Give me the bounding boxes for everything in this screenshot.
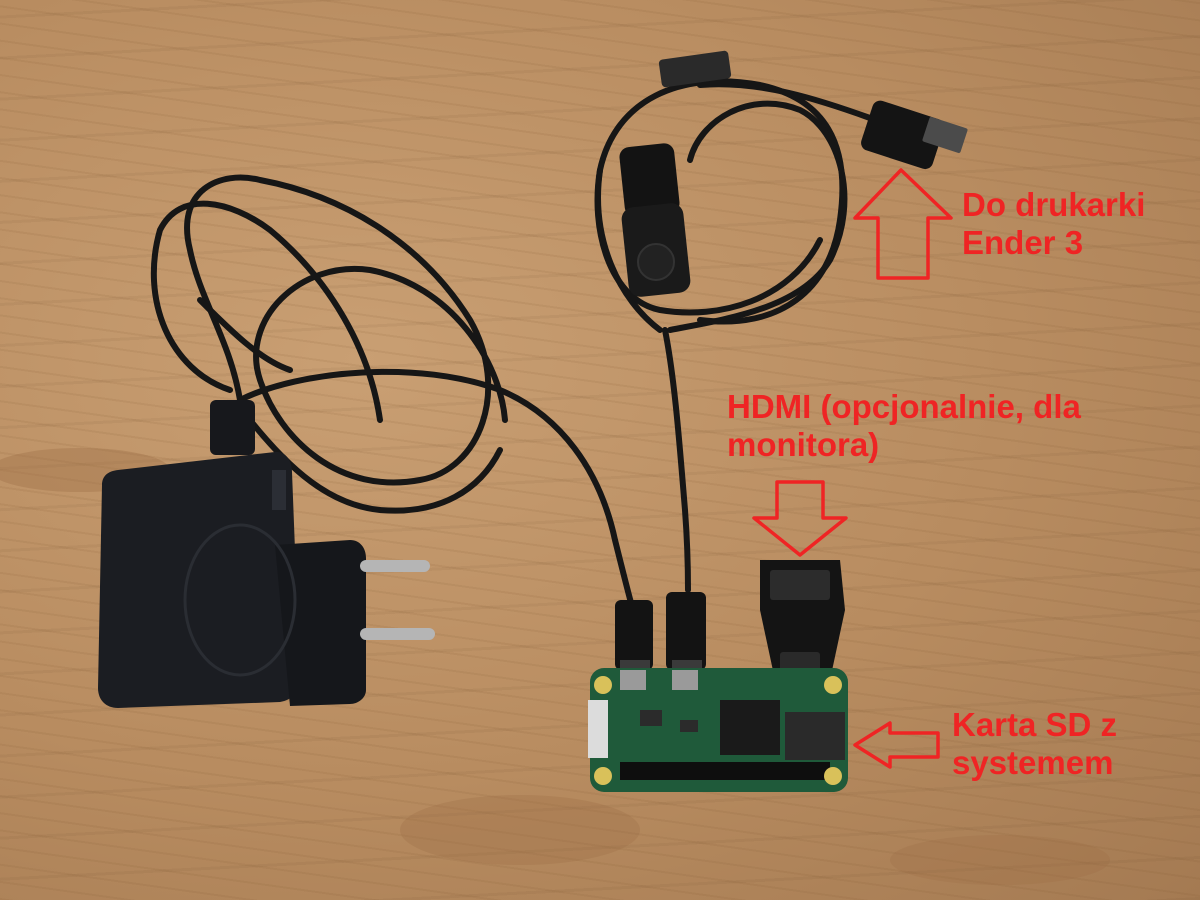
power-adapter bbox=[98, 400, 366, 708]
label-printer: Do drukarki Ender 3 bbox=[962, 186, 1145, 263]
label-printer-line1: Do drukarki bbox=[962, 186, 1146, 223]
raspberry-pi-zero bbox=[588, 668, 848, 792]
label-hdmi: HDMI (opcjonalnie, dla monitora) bbox=[727, 388, 1081, 465]
arrow-down-hdmi bbox=[752, 480, 848, 557]
label-sd-card-line1: Karta SD z bbox=[952, 706, 1118, 743]
arrow-left-sd bbox=[853, 721, 940, 769]
arrow-up-printer bbox=[853, 168, 953, 280]
label-hdmi-line2: monitora) bbox=[727, 426, 880, 464]
data-micro-usb-plug bbox=[666, 592, 706, 680]
label-printer-line2: Ender 3 bbox=[962, 224, 1084, 262]
label-sd-card: Karta SD z systemem bbox=[952, 706, 1117, 783]
label-sd-card-line2: systemem bbox=[952, 744, 1114, 782]
label-hdmi-line1: HDMI (opcjonalnie, dla bbox=[727, 388, 1081, 425]
micro-usb-plug-printer bbox=[861, 100, 968, 170]
tape bbox=[658, 50, 732, 88]
wood-stain bbox=[400, 795, 640, 865]
usb-otg-cable bbox=[594, 78, 873, 593]
wood-stain bbox=[890, 835, 1110, 885]
charger-cable bbox=[150, 174, 636, 613]
plug-pins bbox=[360, 560, 435, 640]
usb-female-connector bbox=[619, 143, 691, 297]
